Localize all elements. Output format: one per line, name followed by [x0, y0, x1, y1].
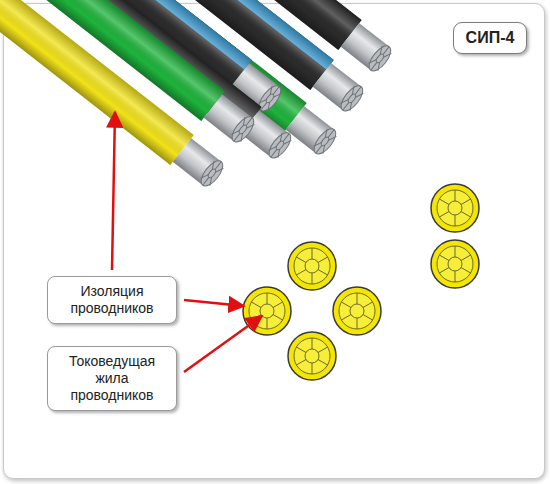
- title-text: СИП-4: [466, 28, 515, 48]
- leader-arrow: [112, 112, 115, 270]
- leader-arrow: [184, 300, 244, 306]
- aluminium-conductor: [173, 138, 227, 189]
- aluminium-conductor: [204, 94, 258, 145]
- cross-section: [288, 332, 336, 380]
- callout-text: Изоляция проводников: [56, 283, 168, 317]
- callout-box: Токоведущая жила проводников: [47, 346, 177, 411]
- aluminium-conductor: [341, 23, 395, 74]
- aluminium-conductor: [313, 63, 367, 114]
- leader-arrow: [184, 316, 262, 372]
- cross-section: [333, 287, 381, 335]
- cross-section: [288, 242, 336, 290]
- callout-text: Токоведущая жила проводников: [56, 353, 168, 404]
- aluminium-conductor: [286, 106, 340, 157]
- cross-section: [431, 240, 479, 288]
- cross-section: [431, 184, 479, 232]
- cross-section: [243, 287, 291, 335]
- callout-box: Изоляция проводников: [47, 276, 177, 324]
- title-box: СИП-4: [453, 22, 528, 54]
